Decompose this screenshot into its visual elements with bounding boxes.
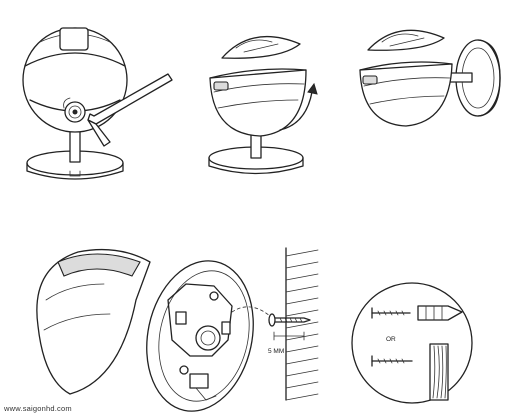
step-2-rotate-housing bbox=[208, 35, 318, 175]
screw-bottom-icon bbox=[371, 355, 413, 367]
wall-bracket-icon bbox=[146, 260, 254, 412]
screw-icon bbox=[268, 313, 311, 327]
or-label: OR bbox=[386, 336, 396, 343]
step-4-bracket-to-wall: 5 MM bbox=[36, 247, 319, 412]
lock-ring-icon bbox=[63, 97, 86, 123]
watermark-text: www.saigonhd.com bbox=[4, 404, 72, 413]
wall-icon bbox=[285, 247, 319, 401]
hex-key-icon bbox=[87, 73, 173, 147]
wood-plank-icon bbox=[429, 343, 449, 401]
wall-mount-icon bbox=[445, 39, 501, 117]
step-5-screw-anchor-inset: OR bbox=[351, 282, 473, 404]
rotate-arrow-icon bbox=[279, 82, 318, 131]
step-3-wall-mount-assembly bbox=[359, 29, 501, 127]
screw-anchor-icon bbox=[371, 305, 463, 321]
step-1-camera-with-hex-key bbox=[22, 27, 173, 180]
screw-size-label: 5 MM bbox=[268, 348, 284, 355]
